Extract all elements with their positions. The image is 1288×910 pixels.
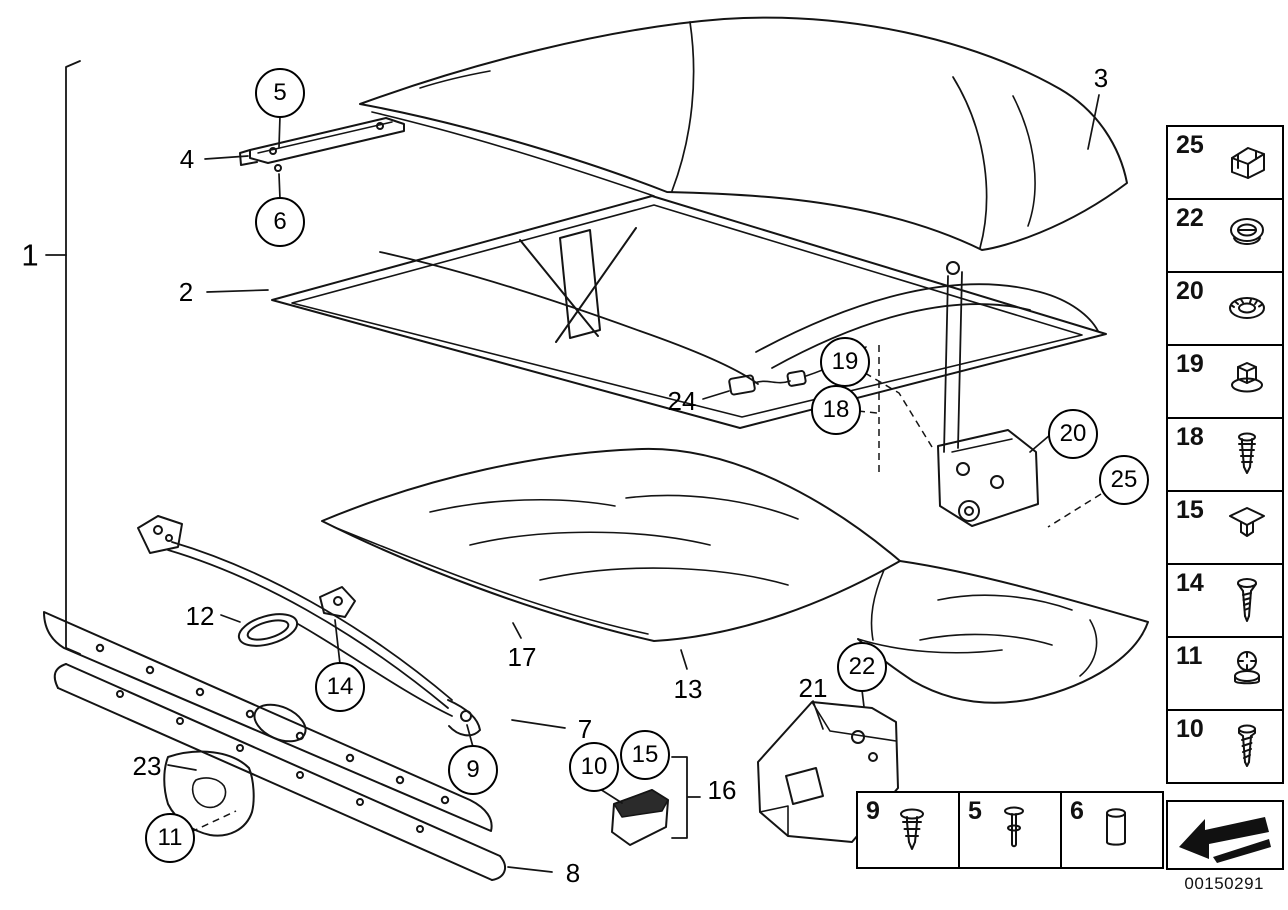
part-box-number: 25	[1176, 131, 1204, 159]
part-box-5[interactable]: 5	[958, 791, 1062, 869]
part-box-number: 14	[1176, 569, 1204, 597]
diagram-id-code: 00150291	[1184, 874, 1264, 893]
part-box-25[interactable]: 25	[1166, 125, 1284, 200]
part-box-number: 6	[1070, 797, 1084, 825]
callout-5[interactable]: 5	[255, 68, 305, 118]
fastener-bottom-row: 9 5 6	[856, 791, 1164, 869]
part-box-10[interactable]: 10	[1166, 709, 1284, 784]
washer-icon	[1229, 296, 1265, 319]
flange-nut-icon	[1231, 361, 1263, 392]
part-box-number: 5	[968, 797, 982, 825]
part-box-20[interactable]: 20	[1166, 271, 1284, 346]
callout-10[interactable]: 10	[569, 742, 619, 792]
callout-11[interactable]: 11	[145, 813, 195, 863]
pin-rivet-icon	[1004, 806, 1024, 848]
part-box-19[interactable]: 19	[1166, 344, 1284, 419]
callout-4[interactable]: 4	[179, 144, 195, 174]
direction-arrow-box	[1166, 800, 1284, 870]
callout-23[interactable]: 23	[132, 751, 162, 781]
callout-6[interactable]: 6	[255, 197, 305, 247]
part-box-number: 18	[1176, 423, 1204, 451]
clip-icon	[1231, 146, 1265, 179]
part-box-22[interactable]: 22	[1166, 198, 1284, 273]
part-box-15[interactable]: 15	[1166, 490, 1284, 565]
callout-24[interactable]: 24	[667, 386, 697, 416]
callout-25[interactable]: 25	[1099, 455, 1149, 505]
callout-21[interactable]: 21	[798, 673, 828, 703]
plastic-nut-icon	[1234, 650, 1260, 684]
part-box-6[interactable]: 6	[1060, 791, 1164, 869]
callout-16[interactable]: 16	[707, 775, 737, 805]
callout-2[interactable]: 2	[178, 277, 194, 307]
square-pad-icon	[1229, 506, 1265, 537]
callout-18[interactable]: 18	[811, 385, 861, 435]
part-box-number: 11	[1176, 642, 1203, 670]
callout-9[interactable]: 9	[448, 745, 498, 795]
callout-7[interactable]: 7	[577, 714, 593, 744]
part-box-number: 22	[1176, 204, 1204, 232]
callout-8[interactable]: 8	[565, 858, 581, 888]
callout-12[interactable]: 12	[185, 601, 215, 631]
part-box-number: 19	[1176, 350, 1204, 378]
expansion-rivet-icon	[1238, 432, 1256, 474]
screw-icon	[1238, 724, 1256, 767]
part-box-number: 9	[866, 797, 880, 825]
callout-17[interactable]: 17	[507, 642, 537, 672]
part-box-11[interactable]: 11	[1166, 636, 1284, 711]
direction-arrow-icon	[1179, 817, 1271, 863]
screw-countersunk-icon	[1237, 577, 1257, 622]
rivet-icon	[900, 808, 924, 850]
callout-19[interactable]: 19	[820, 337, 870, 387]
part-box-number: 10	[1176, 715, 1204, 743]
callout-13[interactable]: 13	[673, 674, 703, 704]
callout-3[interactable]: 3	[1093, 63, 1109, 93]
plug-icon	[1230, 217, 1264, 245]
part-box-14[interactable]: 14	[1166, 563, 1284, 638]
part-box-18[interactable]: 18	[1166, 417, 1284, 492]
part-box-number: 15	[1176, 496, 1204, 524]
callout-20[interactable]: 20	[1048, 409, 1098, 459]
fastener-sidebar: 25 22 20 19 18 15 14 11 10	[1166, 125, 1284, 784]
part-box-9[interactable]: 9	[856, 791, 960, 869]
sleeve-icon	[1106, 808, 1126, 846]
callout-22[interactable]: 22	[837, 642, 887, 692]
callout-15[interactable]: 15	[620, 730, 670, 780]
part-box-number: 20	[1176, 277, 1204, 305]
callout-1[interactable]: 1	[21, 237, 39, 273]
callout-14[interactable]: 14	[315, 662, 365, 712]
